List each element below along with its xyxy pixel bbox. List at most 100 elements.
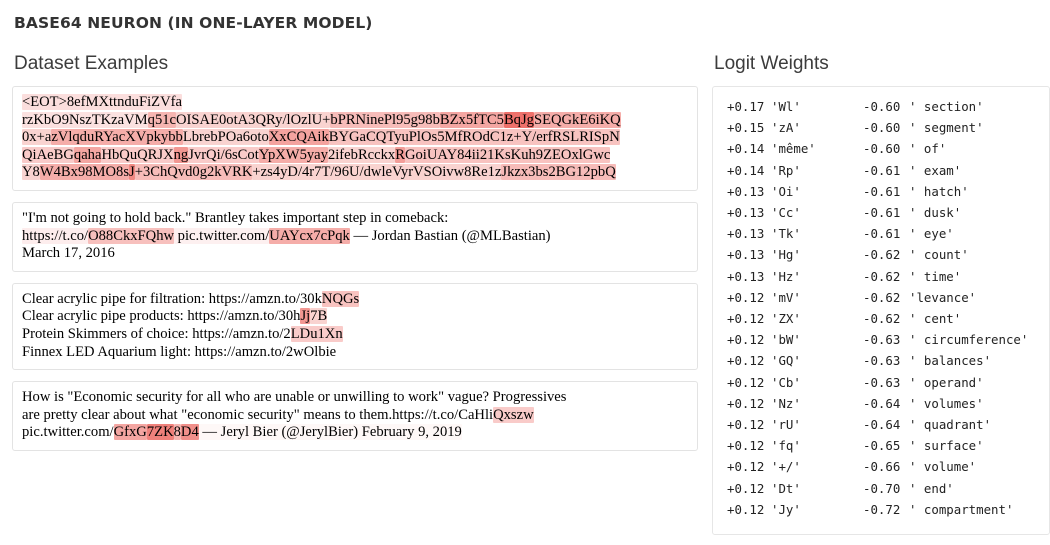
positive-token: 'ZX'	[771, 311, 801, 327]
example-line: are pretty clear about what "economic se…	[22, 406, 688, 425]
negative-token: ' time'	[909, 268, 962, 284]
negative-token: ' eye'	[909, 226, 954, 242]
logit-weight-row: +0.13'Hg'-0.62' count'	[727, 244, 1039, 265]
example-line: Finnex LED Aquarium light: https://amzn.…	[22, 344, 688, 362]
negative-token: ' dusk'	[909, 205, 962, 221]
plain-token: are pretty clear about what "economic se…	[22, 406, 494, 423]
positive-weight-value: +0.14	[727, 162, 765, 178]
example-line: 0x+azVlqduRYacXVpkybbLbrebPOa6otoXxCQAik…	[22, 129, 688, 147]
negative-token: ' quadrant'	[909, 417, 992, 433]
positive-weight-value: +0.12	[727, 480, 765, 496]
positive-token: 'Dt'	[771, 480, 801, 496]
activation-highlight-token: 2ifebRcckx	[327, 146, 396, 163]
logit-weight-row: +0.15'zA'-0.60' segment'	[727, 117, 1039, 138]
positive-token: '+/'	[771, 459, 801, 475]
activation-highlight-token: qaha	[73, 146, 102, 163]
negative-weight-value: -0.61	[863, 226, 901, 242]
activation-highlight-token: 7ZK	[146, 424, 174, 441]
activation-highlight-token: GoiUAY84ii21KsKuh9ZEOxlGwc	[404, 146, 611, 163]
dataset-example-card: How is "Economic security for all who ar…	[12, 381, 698, 451]
negative-token: ' volumes'	[909, 395, 984, 411]
positive-token: 'mV'	[771, 289, 801, 305]
activation-highlight-token: LDu1Xn	[290, 325, 343, 342]
negative-token: ' balances'	[909, 353, 992, 369]
example-line: <EOT>8efMXttnduFiZVfa	[22, 94, 688, 112]
logit-weight-row: +0.12'Nz'-0.64' volumes'	[727, 393, 1039, 414]
plain-token: Clear acrylic pipe products: https://amz…	[22, 308, 301, 325]
positive-token: 'Rp'	[771, 162, 801, 178]
negative-weight-value: -0.64	[863, 417, 901, 433]
negative-weight-value: -0.62	[863, 289, 901, 305]
logit-weight-row: +0.12'+/'-0.66' volume'	[727, 456, 1039, 477]
logit-weight-row: +0.12'fq'-0.65' surface'	[727, 435, 1039, 456]
positive-weight-value: +0.14	[727, 141, 765, 157]
activation-highlight-token: Qxszw	[493, 406, 534, 423]
positive-weight-value: +0.12	[727, 332, 765, 348]
activation-highlight-token: OISAE0otA3QRy/lOzlU+	[176, 111, 331, 128]
negative-token: ' volume'	[909, 459, 977, 475]
activation-highlight-token: R	[395, 146, 405, 163]
positive-weight-value: +0.13	[727, 247, 765, 263]
negative-token: ' cent'	[909, 311, 962, 327]
positive-token: 'Oi'	[771, 183, 801, 199]
negative-weight-value: -0.70	[863, 480, 901, 496]
logit-weight-row: +0.12 'ZX' -0.62 ' cent'	[727, 308, 1039, 329]
negative-token: ' operand'	[909, 374, 984, 390]
negative-weight-value: -0.63	[863, 332, 901, 348]
activation-highlight-token: LbrebPOa6oto	[182, 129, 269, 146]
activation-highlight-token: — Jeryl Bier (@JerylBier) February 9, 20…	[198, 424, 462, 441]
negative-weight-value: -0.63	[863, 353, 901, 369]
example-line: March 17, 2016	[22, 245, 688, 263]
example-line: Protein Skimmers of choice: https://amzn…	[22, 325, 688, 344]
logit-weight-row: +0.12'bW'-0.63' circumference'	[727, 329, 1039, 350]
logit-weight-row: +0.13'Tk'-0.61' eye'	[727, 223, 1039, 244]
positive-token: 'Jy'	[771, 501, 801, 517]
logit-weight-row: +0.12'mV'-0.62'levance'	[727, 287, 1039, 308]
activation-highlight-token: 0x+a	[22, 129, 52, 146]
positive-weight-value: +0.12	[727, 311, 765, 327]
activation-highlight-token: D4	[180, 424, 199, 441]
example-line: Clear acrylic pipe for filtration: https…	[22, 290, 688, 309]
negative-token: ' surface'	[909, 438, 984, 454]
activation-highlight-token: SEQGkE6iKQ	[533, 111, 621, 128]
negative-token: ' section'	[909, 99, 984, 114]
example-line: "I'm not going to hold back." Brantley t…	[22, 210, 688, 228]
positive-weight-value: +0.12	[727, 374, 765, 390]
example-line: How is "Economic security for all who ar…	[22, 389, 688, 407]
logit-weight-row: +0.12'rU'-0.64' quadrant'	[727, 414, 1039, 435]
positive-weight-value: +0.13	[727, 183, 765, 199]
positive-weight-value: +0.13	[727, 226, 765, 242]
activation-highlight-token: 8	[173, 424, 181, 441]
positive-weight-value: +0.17	[727, 99, 765, 114]
activation-highlight-token: BqJg	[503, 111, 534, 128]
logit-weight-row: +0.14'même'-0.60' of'	[727, 138, 1039, 159]
example-line: rzKbO9NszTKzaVMq51cOISAE0otA3QRy/lOzlU+b…	[22, 111, 688, 130]
logit-weights-card: +0.17'Wl'-0.60' section'+0.15'zA'-0.60' …	[712, 86, 1050, 535]
plain-token: How is "Economic security for all who ar…	[22, 389, 567, 406]
negative-weight-value: -0.63	[863, 374, 901, 390]
logit-weights-table: +0.17'Wl'-0.60' section'+0.15'zA'-0.60' …	[727, 96, 1039, 520]
logit-weight-row: +0.12'Dt'-0.70' end'	[727, 478, 1039, 499]
negative-weight-value: -0.64	[863, 395, 901, 411]
example-line: Clear acrylic pipe products: https://amz…	[22, 308, 688, 326]
negative-weight-value: -0.60	[863, 120, 901, 136]
activation-highlight-token: JvrQi/6sCot	[188, 146, 259, 163]
plain-token: "I'm not going to hold back." Brantley t…	[22, 209, 449, 226]
activation-highlight-token: ng	[173, 146, 189, 163]
positive-weight-value: +0.13	[727, 268, 765, 284]
negative-weight-value: -0.72	[863, 501, 901, 517]
logit-weights-heading: Logit Weights	[714, 53, 829, 74]
logit-weight-row: +0.12'GQ'-0.63' balances'	[727, 350, 1039, 371]
dataset-example-card: "I'm not going to hold back." Brantley t…	[12, 201, 698, 272]
example-line: pic.twitter.com/GfxG7ZK8D4 — Jeryl Bier …	[22, 424, 688, 442]
activation-highlight-token: YpXW5yay	[258, 146, 328, 163]
logit-weight-row: +0.13'Cc'-0.61' dusk'	[727, 202, 1039, 223]
activation-highlight-token: Y8	[22, 164, 40, 181]
logit-weight-row: +0.13'Oi'-0.61' hatch'	[727, 181, 1039, 202]
positive-weight-value: +0.12	[727, 501, 765, 517]
logit-weights-column: Logit Weights +0.17'Wl'-0.60' section'+0…	[712, 53, 1050, 535]
positive-token: 'Hz'	[771, 268, 801, 284]
negative-weight-value: -0.62	[863, 311, 901, 327]
